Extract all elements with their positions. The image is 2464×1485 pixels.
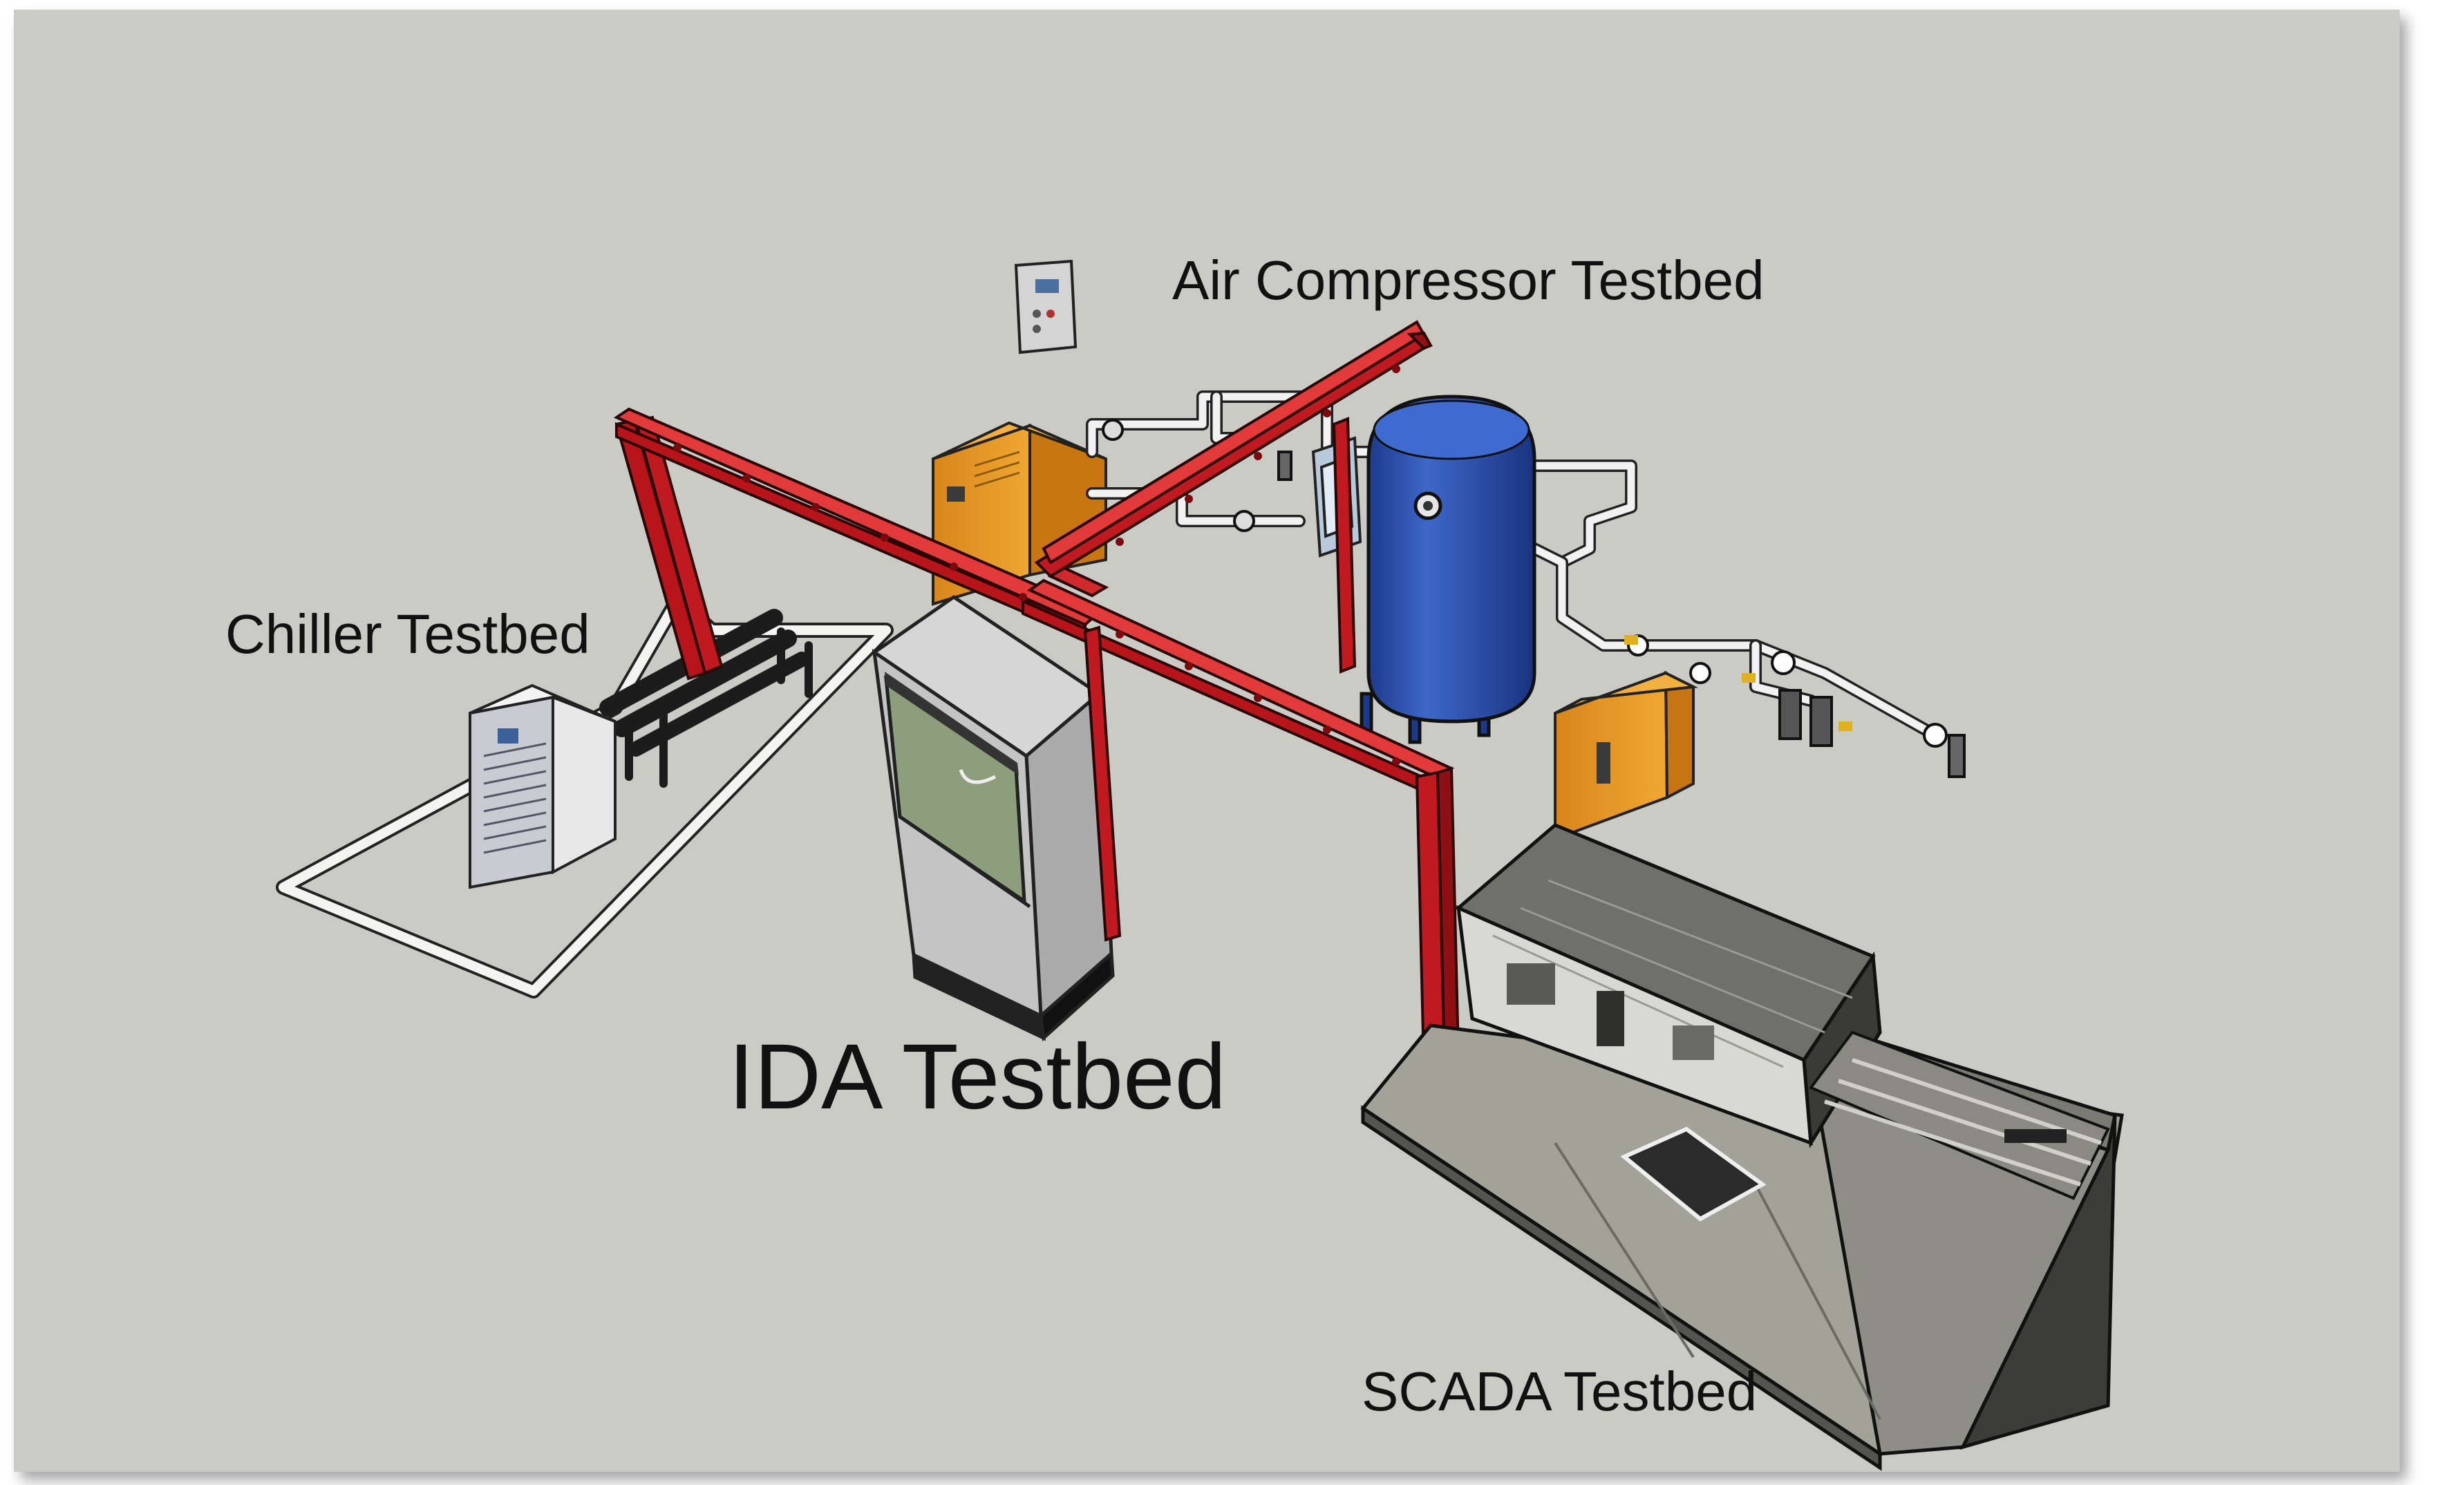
chiller-testbed-label: Chiller Testbed <box>225 603 590 665</box>
scada-conveyor <box>1808 1030 2110 1200</box>
pipe-valves <box>1102 419 1966 778</box>
air-receiver-tank <box>1360 395 1536 744</box>
chiller-unit <box>469 683 617 889</box>
red-frame-back <box>1034 320 1433 578</box>
ida-testbed-label: IDA Testbed <box>728 1025 1227 1128</box>
scada-enclosure <box>1455 823 1882 1148</box>
air-dryer-unit <box>1554 670 1698 841</box>
diagram-frame: Air Compressor Testbed Chiller Testbed I… <box>14 10 2400 1472</box>
red-frame-front <box>613 407 1460 1066</box>
testbed-scene <box>276 259 2124 1471</box>
scada-testbed-label: SCADA Testbed <box>1362 1361 1758 1422</box>
wall-control-panel <box>1014 259 1078 354</box>
red-frame-bolts <box>673 365 1400 766</box>
ida-cabinet <box>871 594 1115 1042</box>
air-compressor-testbed-label: Air Compressor Testbed <box>1172 249 1765 311</box>
